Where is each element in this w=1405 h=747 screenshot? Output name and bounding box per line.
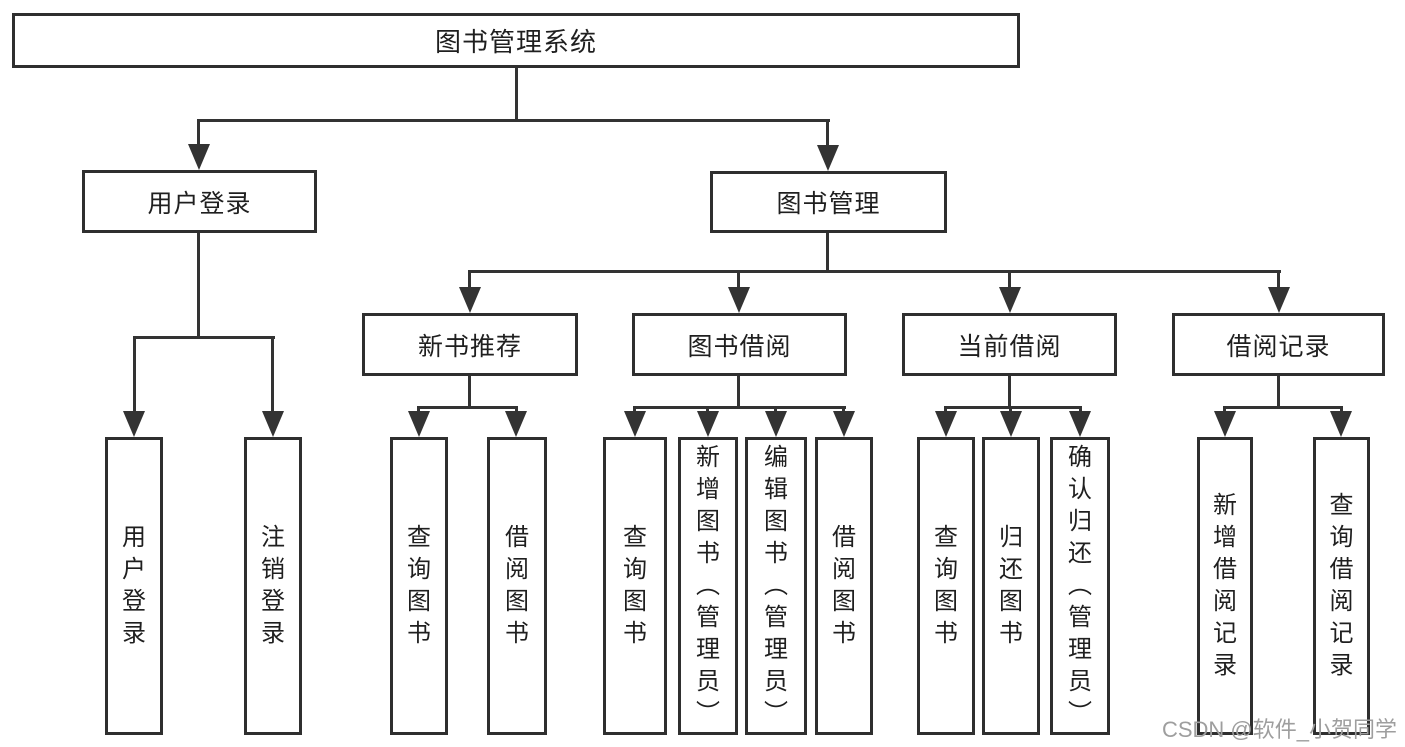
node-book-management: 图书管理 — [710, 171, 947, 233]
node-label: 当前借阅 — [957, 332, 1062, 361]
arrow-down-icon — [765, 411, 787, 437]
arrow-down-icon — [817, 145, 839, 171]
connector-trunk — [1277, 376, 1280, 408]
connector-branch — [417, 406, 518, 409]
connector-stem — [271, 336, 274, 414]
connector-stem — [1277, 270, 1280, 290]
connector-trunk — [826, 233, 829, 273]
node-label: 图书管理 — [776, 190, 881, 218]
arrow-down-icon — [1000, 411, 1022, 437]
node-label: 图书管理系统 — [434, 27, 597, 57]
node-book-borrowing: 图书借阅 — [632, 313, 847, 376]
leaf-query-books: 查询图书 — [603, 437, 667, 735]
connector-stem — [826, 119, 829, 148]
arrow-down-icon — [697, 411, 719, 437]
arrow-down-icon — [624, 411, 646, 437]
node-label: 借阅图书 — [505, 524, 529, 647]
node-label: 编辑图书︵管理员︶ — [764, 444, 788, 727]
connector-trunk — [737, 376, 740, 408]
node-label: 查询图书 — [407, 524, 431, 647]
leaf-confirm-return-admin: 确认归还︵管理员︶ — [1050, 437, 1110, 735]
arrow-down-icon — [1330, 411, 1352, 437]
arrow-down-icon — [935, 411, 957, 437]
node-label: 归还图书 — [999, 524, 1023, 647]
arrow-down-icon — [408, 411, 430, 437]
connector-trunk — [1008, 376, 1011, 408]
connector-root-branch — [197, 119, 830, 122]
leaf-query-borrow-record: 查询借阅记录 — [1313, 437, 1370, 735]
arrow-down-icon — [1268, 287, 1290, 313]
connector-stem — [468, 270, 471, 290]
node-library-system: 图书管理系统 — [12, 13, 1020, 68]
node-label: 查询图书 — [623, 524, 647, 647]
node-user-login: 用户登录 — [82, 170, 317, 233]
leaf-user-login: 用户登录 — [105, 437, 163, 735]
arrow-down-icon — [459, 287, 481, 313]
node-label: 借阅记录 — [1226, 332, 1331, 361]
leaf-query-books: 查询图书 — [917, 437, 975, 735]
leaf-add-borrow-record: 新增借阅记录 — [1197, 437, 1253, 735]
connector-stem — [197, 119, 200, 147]
connector-root-trunk — [515, 68, 518, 120]
node-label: 用户登录 — [122, 524, 146, 647]
csdn-watermark: CSDN @软件_小贺同学 — [1161, 717, 1397, 742]
leaf-return-books: 归还图书 — [982, 437, 1040, 735]
connector-branch — [633, 406, 846, 409]
leaf-edit-books-admin: 编辑图书︵管理员︶ — [745, 437, 807, 735]
connector-branch — [468, 270, 1281, 273]
node-label: 新书推荐 — [417, 332, 522, 361]
connector-branch — [944, 406, 1082, 409]
node-label: 图书借阅 — [687, 332, 792, 361]
arrow-down-icon — [505, 411, 527, 437]
arrow-down-icon — [999, 287, 1021, 313]
connector-stem — [737, 270, 740, 290]
arrow-down-icon — [188, 144, 210, 170]
connector-branch — [133, 336, 275, 339]
node-label: 注销登录 — [261, 524, 285, 647]
node-label: 查询图书 — [934, 524, 958, 647]
node-label: 用户登录 — [147, 189, 252, 218]
node-current-borrowing: 当前借阅 — [902, 313, 1117, 376]
connector-stem — [133, 336, 136, 414]
arrow-down-icon — [1214, 411, 1236, 437]
leaf-borrow-books: 借阅图书 — [815, 437, 873, 735]
connector-stem — [1008, 270, 1011, 290]
node-borrow-records: 借阅记录 — [1172, 313, 1385, 376]
leaf-add-books-admin: 新增图书︵管理员︶ — [678, 437, 738, 735]
arrow-down-icon — [262, 411, 284, 437]
arrow-down-icon — [833, 411, 855, 437]
node-label: 新增图书︵管理员︶ — [696, 444, 720, 727]
leaf-borrow-books: 借阅图书 — [487, 437, 547, 735]
connector-trunk — [197, 233, 200, 339]
arrow-down-icon — [123, 411, 145, 437]
arrow-down-icon — [728, 287, 750, 313]
node-label: 借阅图书 — [832, 524, 856, 647]
node-label: 新增借阅记录 — [1213, 492, 1237, 679]
node-new-book-recommend: 新书推荐 — [362, 313, 578, 376]
connector-trunk — [468, 376, 471, 408]
arrow-down-icon — [1069, 411, 1091, 437]
leaf-query-books: 查询图书 — [390, 437, 448, 735]
node-label: 确认归还︵管理员︶ — [1068, 444, 1092, 727]
leaf-logout: 注销登录 — [244, 437, 302, 735]
connector-branch — [1223, 406, 1343, 409]
node-label: 查询借阅记录 — [1329, 492, 1354, 679]
